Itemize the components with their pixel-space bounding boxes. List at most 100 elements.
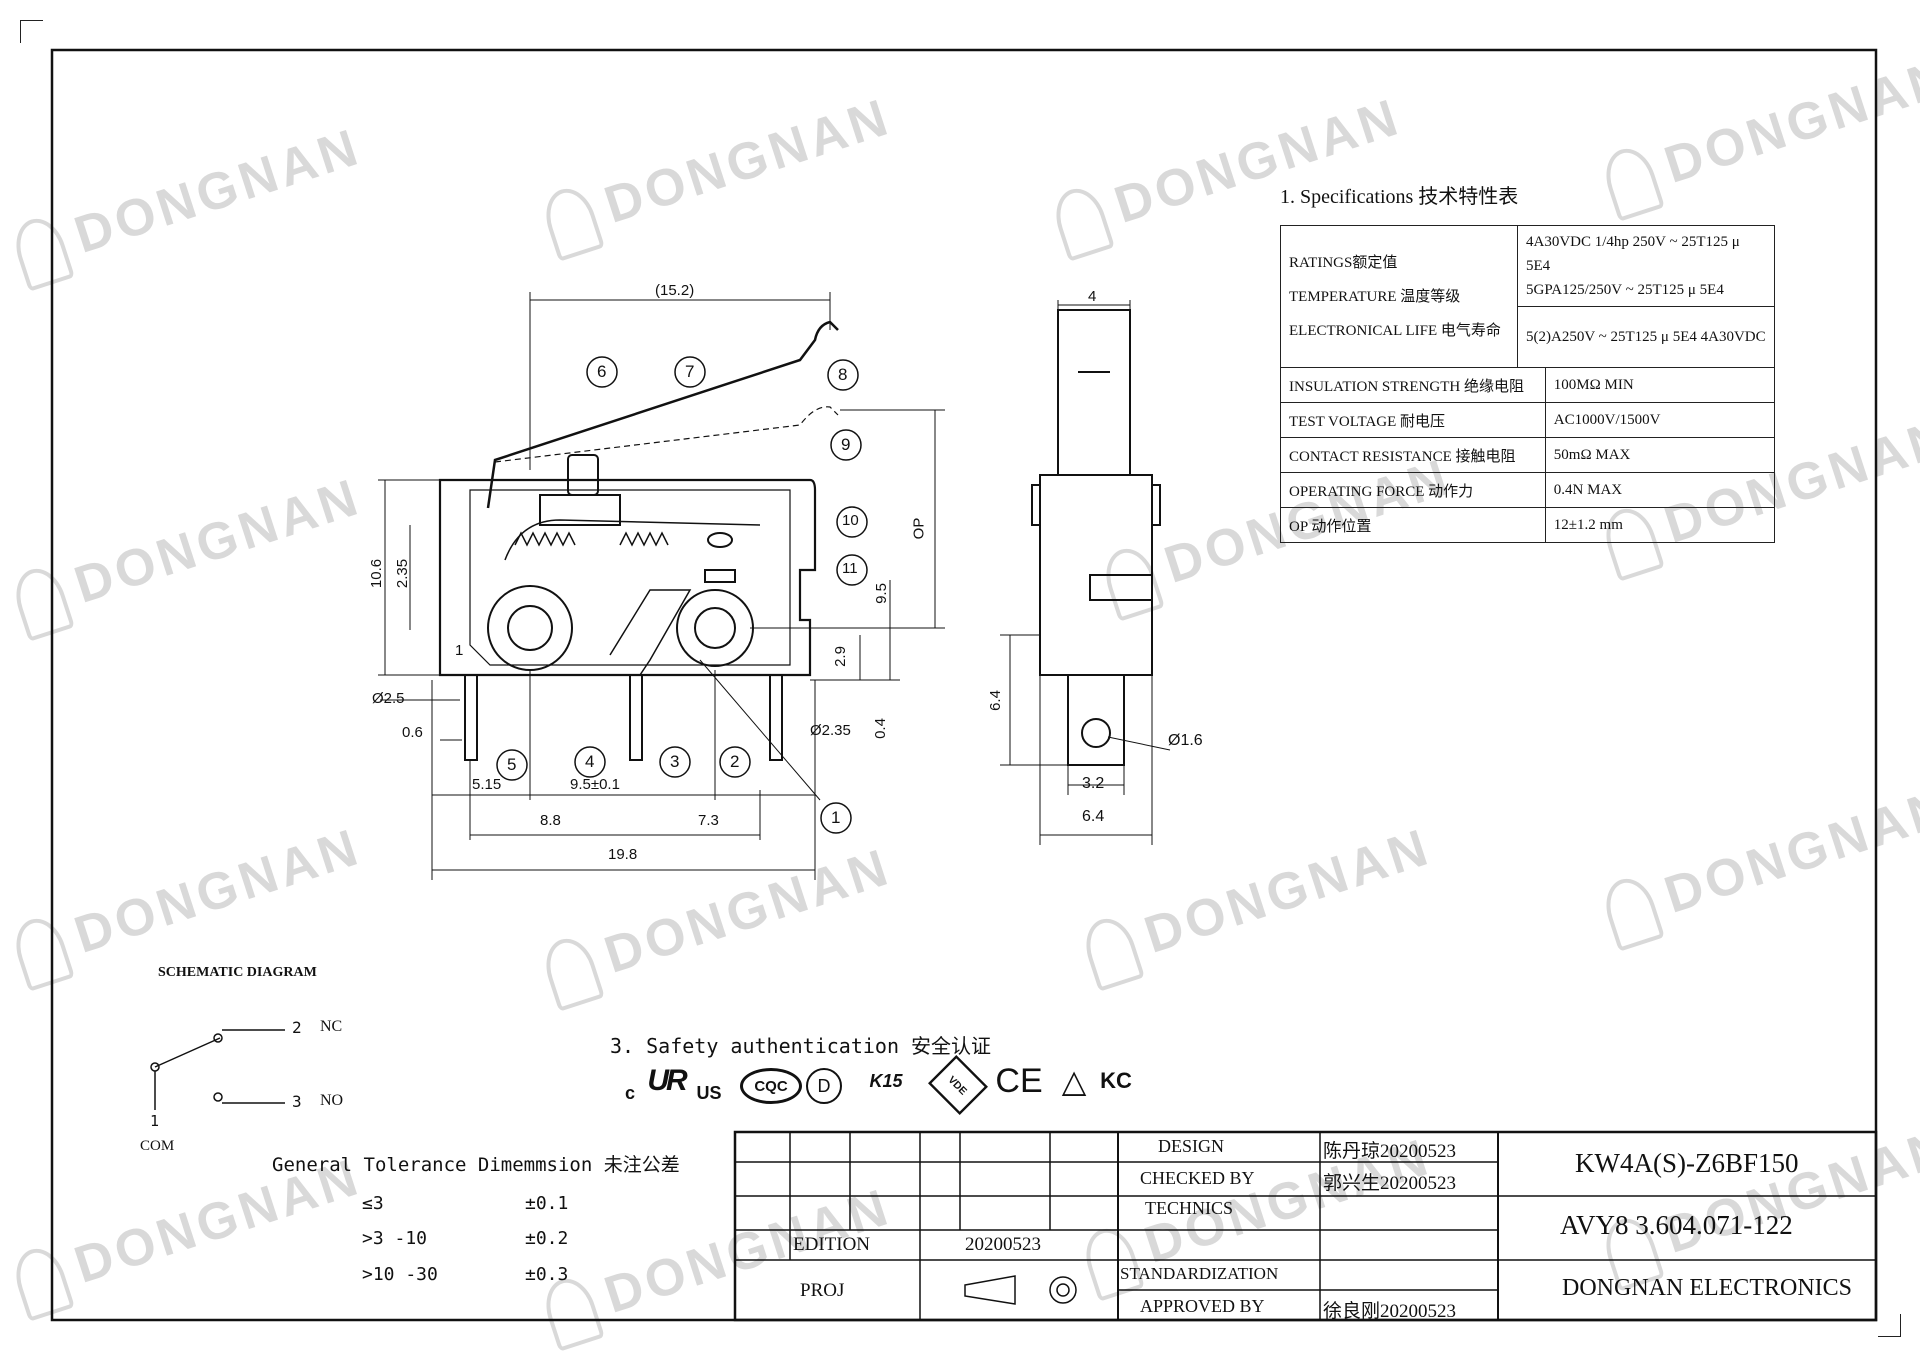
dim-height-29: 2.9 <box>831 646 849 667</box>
dim-total-width: 19.8 <box>608 846 638 863</box>
housing-inner <box>469 489 791 666</box>
spec-label: RATINGS额定值 <box>1289 254 1398 271</box>
spec-value: 50mΩ MAX <box>1544 437 1776 473</box>
side-dim-w2: 6.4 <box>1082 808 1105 825</box>
schematic-diagram <box>150 1029 285 1110</box>
tolerance-range: ≤3 <box>362 1193 384 1214</box>
table-row: TEST VOLTAGE 耐电压 AC1000V/1500V <box>1280 402 1776 438</box>
dim-pin-width: 0.6 <box>402 724 423 741</box>
checked-label: CHECKED BY <box>1140 1168 1255 1188</box>
plunger <box>567 454 599 496</box>
d-mark-icon: D <box>806 1068 842 1104</box>
standardization-label: STANDARDIZATION <box>1120 1264 1279 1283</box>
contact-spring-arm <box>504 519 761 561</box>
edition-value: 20200523 <box>965 1234 1041 1255</box>
callout-10: 10 <box>842 512 859 529</box>
dim-hole-right: Ø2.35 <box>810 722 851 739</box>
dim-op: OP <box>910 517 928 540</box>
spec-label: TEST VOLTAGE 耐电压 <box>1280 402 1546 438</box>
side-dim-top: 4 <box>1088 288 1097 305</box>
spec-label: INSULATION STRENGTH 绝缘电阻 <box>1280 367 1546 403</box>
callout-2: 2 <box>730 752 740 771</box>
schematic-com-num: 1 <box>150 1112 160 1130</box>
spec-label: ELECTRONICAL LIFE 电气寿命 <box>1289 322 1501 339</box>
spec-value: 100MΩ MIN <box>1544 367 1776 403</box>
callout-circles <box>496 356 868 834</box>
side-step <box>1089 574 1153 601</box>
dim-88: 8.8 <box>540 812 561 829</box>
part-number: KW4A(S)-Z6BF150 <box>1575 1148 1799 1178</box>
schematic-no-num: 3 <box>292 1092 302 1111</box>
plunger-base <box>539 494 621 526</box>
contact-point <box>707 532 733 548</box>
table-row: OPERATING FORCE 动作力 0.4N MAX <box>1280 472 1776 508</box>
front-dimension-lines <box>378 292 945 880</box>
safety-title: 3. Safety authentication 安全认证 <box>610 1034 992 1058</box>
callout-8: 8 <box>838 365 848 384</box>
dim-height-04: 0.4 <box>871 718 889 739</box>
design-value: 陈丹琼20200523 <box>1323 1141 1457 1162</box>
schematic-title: SCHEMATIC DIAGRAM <box>158 965 317 980</box>
terminal-hole-left-inner <box>507 605 553 651</box>
schematic-com: COM <box>140 1138 175 1154</box>
crop-mark-bottom-right <box>1878 1314 1901 1337</box>
company-name: DONGNAN ELECTRONICS <box>1562 1275 1852 1301</box>
terminal-hole-right-inner <box>694 607 736 649</box>
pin-label: 1 <box>455 642 464 659</box>
spec-value: 5(2)A250V ~ 25T125 μ 5E4 4A30VDC <box>1517 306 1775 368</box>
spec-label: CONTACT RESISTANCE 接触电阻 <box>1280 437 1546 473</box>
triangle-mark-icon: △ <box>1061 1063 1087 1099</box>
us-mark-icon: US <box>696 1082 722 1103</box>
spec-label-group: RATINGS额定值 TEMPERATURE 温度等级 ELECTRONICAL… <box>1280 225 1518 368</box>
spec-label: OP 动作位置 <box>1280 507 1546 543</box>
checked-value: 郭兴生20200523 <box>1323 1173 1457 1194</box>
spring-right <box>619 531 669 547</box>
callout-9: 9 <box>841 435 851 454</box>
edition-label: EDITION <box>793 1234 871 1255</box>
tolerance-value: ±0.3 <box>525 1264 569 1285</box>
table-row: RATINGS额定值 TEMPERATURE 温度等级 ELECTRONICAL… <box>1280 225 1775 368</box>
callout-4: 4 <box>585 752 595 771</box>
table-row: CONTACT RESISTANCE 接触电阻 50mΩ MAX <box>1280 437 1776 473</box>
dim-height-95: 9.5 <box>872 583 890 604</box>
tolerance-range: >3 -10 <box>362 1228 428 1249</box>
cqc-mark-icon: CQC <box>740 1068 802 1104</box>
ce-mark-icon: CE <box>995 1061 1043 1100</box>
pin-5 <box>464 674 478 761</box>
spec-label: TEMPERATURE 温度等级 <box>1289 288 1461 305</box>
tolerance-value: ±0.1 <box>525 1193 569 1214</box>
lever-free-position <box>494 406 839 463</box>
side-view <box>1000 300 1171 845</box>
spec-heading: 1. Specifications 技术特性表 <box>1280 186 1519 208</box>
dim-73: 7.3 <box>698 812 719 829</box>
kc-mark-icon: KC <box>1100 1068 1132 1093</box>
spring-left <box>514 531 576 547</box>
spec-value: 0.4N MAX <box>1544 472 1776 508</box>
dim-95-tol: 9.5±0.1 <box>570 776 620 793</box>
spec-value: AC1000V/1500V <box>1544 402 1776 438</box>
approved-value: 徐良刚20200523 <box>1323 1301 1457 1322</box>
dim-hole-left: Ø2.5 <box>372 690 405 707</box>
ur-mark-icon: UR <box>647 1064 687 1097</box>
table-row: INSULATION STRENGTH 绝缘电阻 100MΩ MIN <box>1280 367 1776 403</box>
terminal-hole-right-outer <box>676 589 754 667</box>
pin-1 <box>769 674 783 761</box>
tolerance-title: General Tolerance Dimemmsion 未注公差 <box>272 1154 680 1176</box>
side-dim-hole: Ø1.6 <box>1168 732 1203 749</box>
side-terminal-hole <box>1081 718 1111 748</box>
spec-label: OPERATING FORCE 动作力 <box>1280 472 1546 508</box>
crop-mark-top-left <box>20 20 43 43</box>
common-terminal <box>609 589 692 676</box>
projection-cone-icon <box>964 1275 1016 1305</box>
dim-top-width: (15.2) <box>655 282 695 299</box>
callout-6: 6 <box>597 362 607 381</box>
spec-value: 4A30VDC 1/4hp 250V ~ 25T125 μ 5E4 <box>1526 234 1740 274</box>
proj-label: PROJ <box>800 1280 845 1301</box>
switch-housing <box>438 478 817 677</box>
side-terminal <box>1067 674 1125 766</box>
spec-value: 12±1.2 mm <box>1544 507 1776 543</box>
callout-5: 5 <box>507 755 517 774</box>
actuator-lever <box>486 320 839 509</box>
k15-mark-icon: K15 <box>869 1070 903 1091</box>
